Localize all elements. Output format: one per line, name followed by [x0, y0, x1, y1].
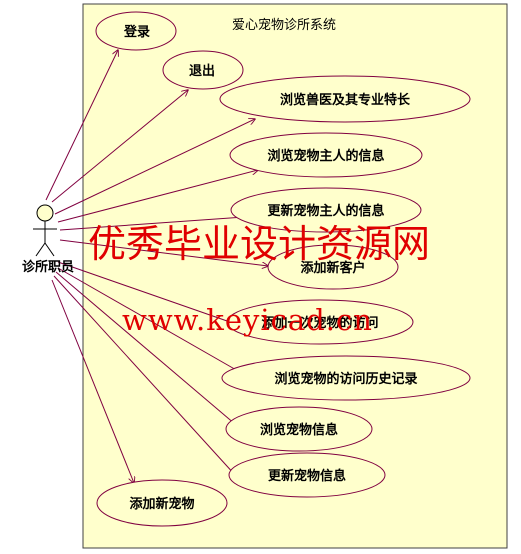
- use-cases: 登录退出浏览兽医及其专业特长浏览宠物主人的信息更新宠物主人的信息添加新客户添加一…: [95, 11, 471, 527]
- use-case-browse-pet[interactable]: 浏览宠物信息: [225, 406, 373, 452]
- use-case-add-pet[interactable]: 添加新宠物: [96, 479, 228, 527]
- use-case-label: 更新宠物信息: [268, 468, 346, 484]
- use-case-label: 浏览兽医及其专业特长: [280, 92, 411, 108]
- association-line-browse-pet: [55, 271, 242, 430]
- use-case-add-client[interactable]: 添加新客户: [267, 244, 399, 290]
- watermark-url: www.keyicad.cn: [122, 303, 373, 337]
- use-case-ellipse: [225, 406, 373, 452]
- association-line-add-visit: [57, 261, 250, 329]
- use-case-ellipse: [228, 452, 386, 498]
- use-case-ellipse: [226, 299, 414, 345]
- association-line-update-owner: [59, 216, 258, 231]
- use-case-ellipse: [162, 50, 244, 90]
- use-case-update-pet[interactable]: 更新宠物信息: [228, 452, 386, 498]
- association-line-add-pet: [51, 279, 134, 483]
- association-line-login: [45, 50, 118, 201]
- actor-icon[interactable]: [33, 204, 57, 257]
- use-case-ellipse: [230, 187, 422, 233]
- use-case-ellipse: [267, 244, 399, 290]
- association-line-add-client: [59, 239, 268, 266]
- use-case-label: 添加新客户: [300, 260, 365, 276]
- use-case-browse-owner[interactable]: 浏览宠物主人的信息: [229, 132, 423, 178]
- use-case-logout[interactable]: 退出: [162, 50, 244, 90]
- use-case-update-owner[interactable]: 更新宠物主人的信息: [230, 187, 422, 233]
- use-case-label: 添加一次宠物的访问: [261, 315, 378, 331]
- use-case-ellipse: [96, 479, 228, 527]
- use-case-label: 浏览宠物信息: [260, 422, 338, 438]
- use-case-ellipse: [221, 355, 471, 401]
- watermark-text: 优秀毕业设计资源网: [88, 222, 430, 266]
- use-case-browse-vets[interactable]: 浏览兽医及其专业特长: [219, 75, 471, 123]
- use-case-add-visit[interactable]: 添加一次宠物的访问: [226, 299, 414, 345]
- use-case-label: 登录: [123, 24, 150, 40]
- use-case-label: 浏览宠物的访问历史记录: [274, 371, 417, 387]
- use-case-label: 浏览宠物主人的信息: [267, 148, 384, 164]
- system-title: 爱心宠物诊所系统: [232, 17, 336, 33]
- association-line-browse-visits: [57, 267, 252, 379]
- use-case-label: 更新宠物主人的信息: [267, 203, 384, 219]
- association-line-browse-vets: [54, 119, 255, 215]
- association-line-browse-owner: [57, 170, 258, 223]
- use-case-label: 退出: [189, 63, 215, 79]
- association-line-update-pet: [53, 275, 236, 476]
- use-case-browse-visits[interactable]: 浏览宠物的访问历史记录: [221, 355, 471, 401]
- use-case-ellipse: [219, 75, 471, 123]
- use-case-ellipse: [95, 11, 177, 51]
- association-lines: [45, 50, 268, 483]
- association-line-logout: [51, 90, 188, 203]
- use-case-label: 添加新宠物: [129, 496, 194, 512]
- use-case-login[interactable]: 登录: [95, 11, 177, 51]
- actor-label: 诊所职员: [22, 259, 74, 275]
- use-case-ellipse: [229, 132, 423, 178]
